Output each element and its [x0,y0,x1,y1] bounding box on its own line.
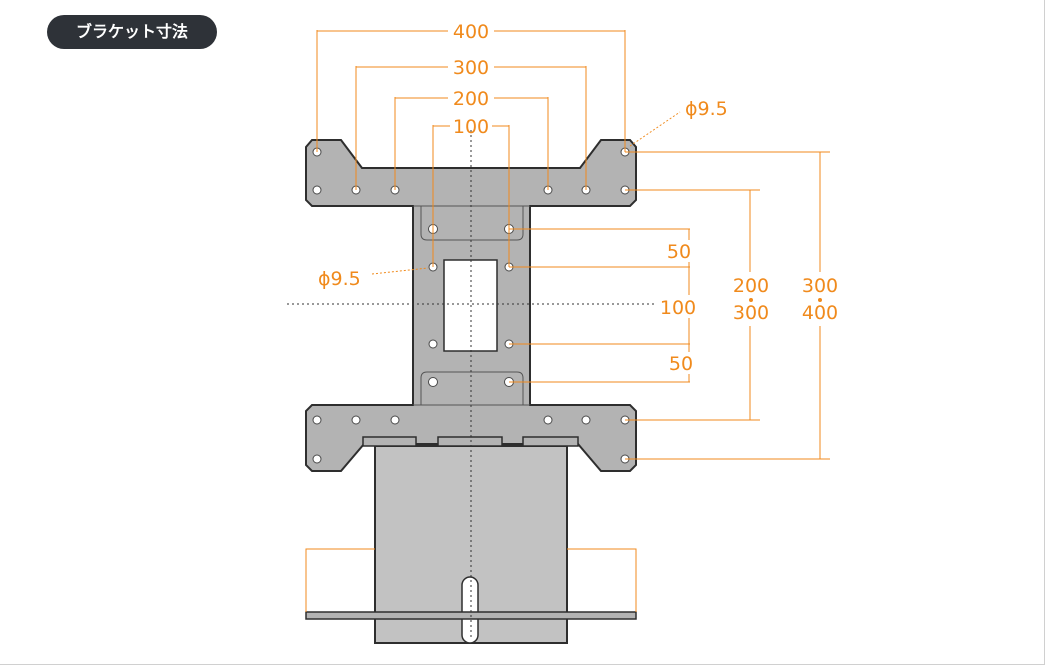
hole [312,185,322,195]
tab-center [437,436,503,447]
tab-left [362,436,417,447]
dimension-inner-vertical: 50 100 50 [509,228,696,383]
dimension-label-100: 100 [453,116,489,138]
hole [351,415,361,425]
hole-callout-leader-left [371,267,429,275]
hole [312,454,322,464]
dimension-100-width: 100 [432,116,510,267]
dimension-label-400: 400 [453,21,489,43]
tab-right [522,436,579,447]
separator-dot [749,298,753,302]
hole [543,415,553,425]
hole [390,415,400,425]
holes [312,147,630,464]
dimension-300-400-vertical: 300 400 [625,151,838,460]
dimension-300-width: 300 [355,57,587,190]
dimension-label-50-bottom: 50 [669,353,693,375]
plate-inner-top [420,206,524,241]
hole [428,377,438,387]
hole [428,339,438,349]
plate-inner-bottom [420,371,524,405]
dimension-200-300-vertical: 200 300 [625,189,769,421]
dimension-400-width: 400 [316,21,626,152]
hole-callout-leader-top [629,111,681,147]
shelf-dimension-left [305,548,375,612]
dimension-200-width: 200 [394,88,549,190]
dimension-label-300-vertical-b: 300 [802,275,838,297]
shelf-dimension-right [567,548,637,612]
dimension-label-300-vertical-a: 300 [733,302,769,324]
dimension-label-400-vertical: 400 [802,302,838,324]
dimension-label-100-vertical: 100 [660,297,696,319]
hole-callout-left: ϕ9.5 [318,268,361,290]
dimension-label-300: 300 [453,57,489,79]
hole [581,415,591,425]
hole [312,415,322,425]
title-badge: ブラケット寸法 [47,15,217,49]
separator-dot [818,298,822,302]
hole-callout-top: ϕ9.5 [685,98,728,120]
dimension-label-200-vertical: 200 [733,275,769,297]
stand-slot [461,576,479,644]
dimension-label-50-top: 50 [667,241,691,263]
dimension-label-200: 200 [453,88,489,110]
